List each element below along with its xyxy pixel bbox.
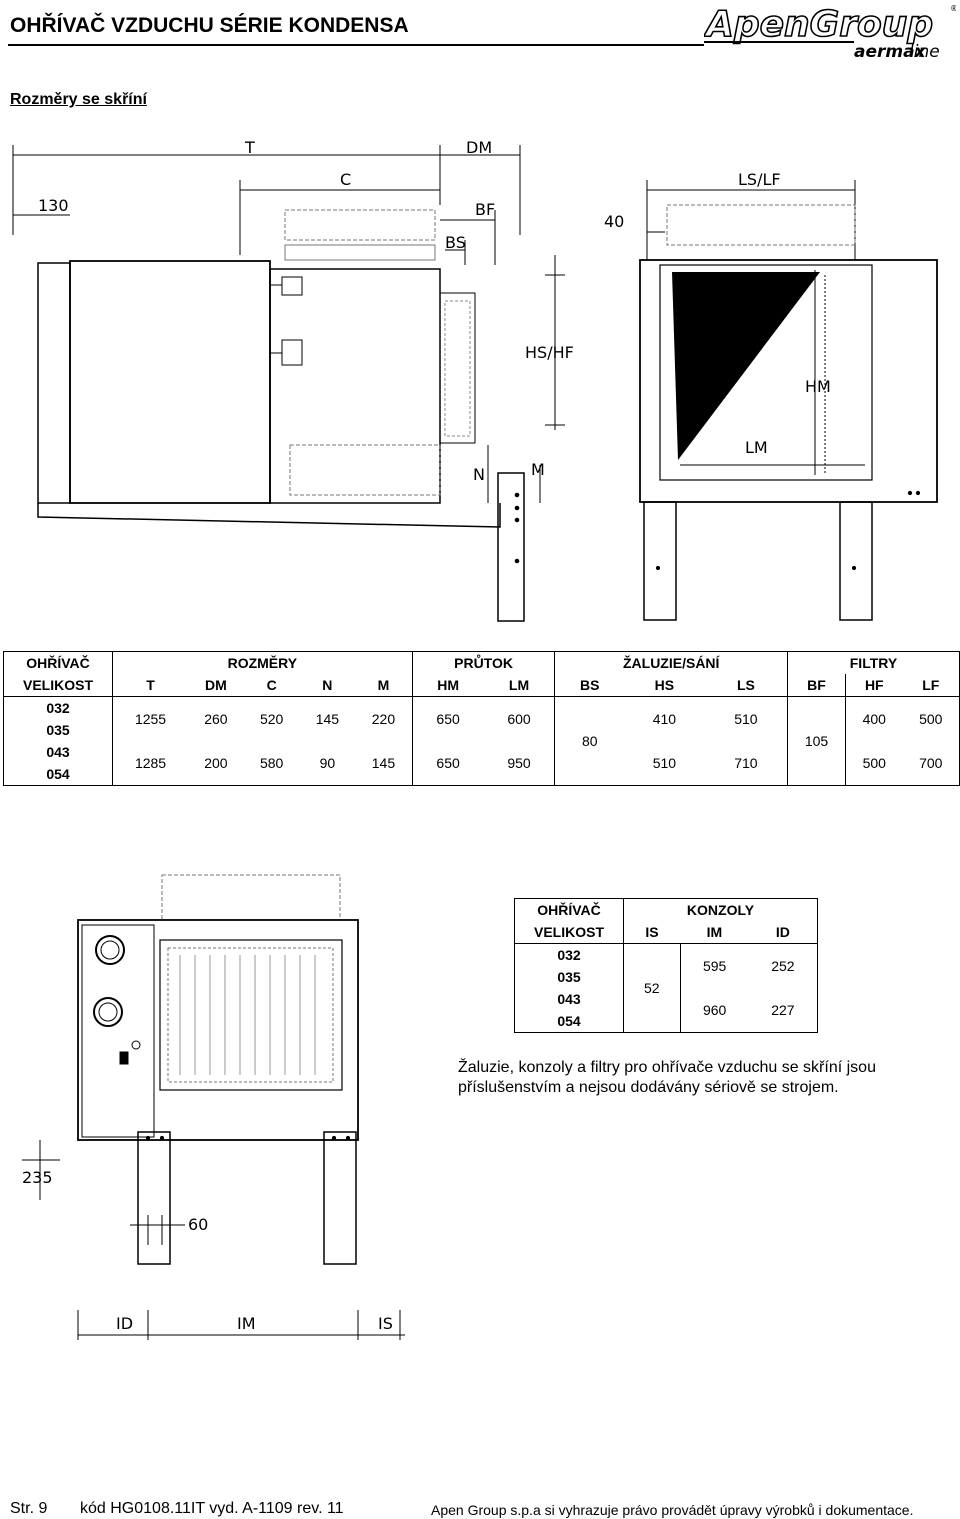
table-cell: 200 [188,741,244,786]
table-cell: 260 [204,711,228,727]
table-cell: 145 [315,711,340,727]
brackets-table: OHŘÍVAČ KONZOLY VELIKOST IS IM ID 032 52… [514,898,818,1033]
col-HM: HM [411,674,484,697]
label-IS: IS [378,1314,393,1333]
table-cell: 650 [411,741,484,786]
b-size-032: 032 [514,943,624,966]
h-size: VELIKOST [3,674,113,697]
col-HF: HF [845,674,903,697]
size-054: 054 [3,763,113,786]
h-heater-2: OHŘÍVAČ [514,898,624,921]
col-BS: BS [554,674,624,697]
h-filters: FILTRY [786,651,960,674]
h-dims: ROZMĚRY [112,651,413,674]
section-title: Rozměry se skříní [10,91,147,108]
label-DM: DM [466,138,492,157]
col-IM: IM [680,921,749,944]
col-HS: HS [624,674,705,697]
table-cell: 400 [845,696,903,741]
size-032: 032 [3,696,113,719]
footer-code: kód HG0108.11IT vyd. A-1109 rev. 11 [80,1500,344,1517]
table-cell-is: 52 [623,943,681,1033]
table-cell: 410 [652,711,677,727]
label-C: C [340,170,351,189]
col-ID: ID [748,921,818,944]
table-cell: 950 [483,741,555,786]
side-view-drawing: T DM C BF BS 130 HS/HF N M [12,138,574,622]
table-cell: 252 [748,943,818,988]
dimensions-table: OHŘÍVAČ ROZMĚRY PRŮTOK ŽALUZIE/SÁNÍ FILT… [3,651,960,786]
accessories-note: Žaluzie, konzoly a filtry pro ohřívače v… [458,1059,876,1096]
label-LM: LM [745,438,768,457]
label-IM: IM [237,1314,256,1333]
table-cell: 700 [902,741,960,786]
size-035: 035 [3,719,113,741]
label-T: T [244,138,255,157]
table-cell: 90 [299,741,356,786]
table-cell: 600 [507,711,531,727]
table-cell: 1285 [112,741,189,786]
label-130: 130 [38,196,69,215]
col-LF: LF [902,674,960,697]
col-M: M [355,674,413,697]
h-flow: PRŮTOK [411,651,555,674]
col-DM: DM [188,674,244,697]
label-BS: BS [445,233,466,252]
label-ID: ID [116,1314,133,1333]
h-brackets: KONZOLY [623,898,818,921]
table-cell: 227 [748,988,818,1033]
col-IS: IS [623,921,680,944]
logo-main-text: ApenGroup [704,4,933,45]
col-C: C [243,674,300,697]
table-cell: 510 [734,711,758,727]
table-cell: 510 [624,741,705,786]
label-BF: BF [475,200,495,219]
label-N: N [473,465,485,484]
logo-sub-light: line [909,42,940,60]
label-HS-HF: HS/HF [525,343,574,362]
table-cell: 580 [243,741,300,786]
h-louvre: ŽALUZIE/SÁNÍ [554,651,788,674]
table-cell-bf: 105 [786,696,846,786]
label-60: 60 [188,1215,208,1234]
front-view-drawing: LS/LF 40 HM LM [604,170,938,621]
footer-page: Str. 9 [10,1500,48,1517]
table-cell: 595 [702,958,727,974]
page-title: OHŘÍVAČ VZDUCHU SÉRIE KONDENSA [10,14,409,37]
col-LM: LM [483,674,555,697]
table-cell: 1255 [134,711,167,727]
col-N: N [299,674,356,697]
table-cell: 500 [902,696,960,741]
footer-rights: Apen Group s.p.a si vyhrazuje právo prov… [431,1502,914,1518]
table-cell: 710 [704,741,788,786]
table-cell: 520 [259,711,284,727]
table-cell: 650 [411,696,484,741]
logo-registered: ® [950,4,956,13]
b-size-043: 043 [514,988,624,1010]
label-HM: HM [805,377,831,396]
table-cell: 500 [845,741,903,786]
logo-sub-bold: aermax [854,42,927,60]
label-40: 40 [604,212,624,231]
h-heater: OHŘÍVAČ [3,651,113,674]
table-cell-bs: 80 [554,696,624,786]
bottom-view-drawing: 235 60 ID IM IS [22,874,405,1340]
col-BF: BF [786,674,846,697]
table-cell: 145 [355,741,413,786]
col-LS: LS [704,674,788,697]
title-rule [8,44,708,46]
label-235: 235 [22,1168,53,1187]
label-LS-LF: LS/LF [738,170,781,189]
col-T: T [112,674,189,697]
h-size-2: VELIKOST [514,921,624,944]
label-M: M [531,460,545,479]
table-cell: 220 [371,711,396,727]
b-size-035: 035 [514,966,624,988]
size-043: 043 [3,741,113,763]
apengroup-logo: ApenGroup ® aermax line [704,2,956,60]
table-cell: 960 [680,988,749,1033]
b-size-054: 054 [514,1010,624,1033]
